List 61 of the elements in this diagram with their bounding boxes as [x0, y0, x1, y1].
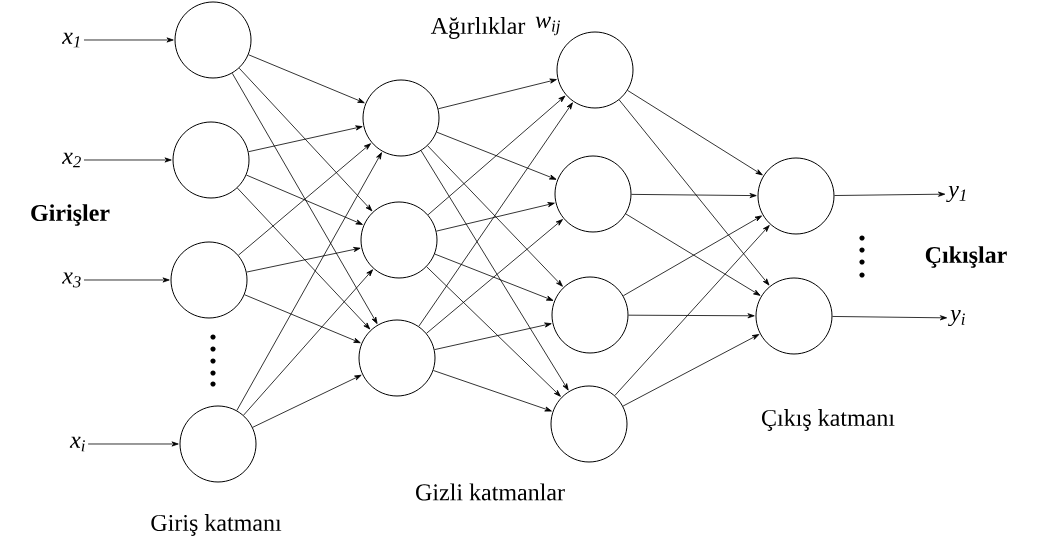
neuron-circle: [360, 201, 438, 279]
arrow: [427, 95, 566, 216]
arrow: [236, 187, 371, 330]
arrow: [426, 219, 563, 334]
arrow: [83, 37, 174, 43]
arrow: [246, 174, 363, 225]
neuron-circle: [170, 241, 248, 319]
arrow: [433, 370, 552, 412]
variable-label: y$_{1}$: [946, 185, 966, 203]
arrow: [87, 441, 179, 447]
arrow: [231, 72, 378, 324]
arrow: [436, 202, 555, 232]
arrow: [622, 334, 760, 407]
neuron-circle: [757, 157, 835, 235]
neuron-circle: [362, 79, 440, 157]
arrow: [420, 150, 569, 391]
arrow: [627, 90, 763, 176]
arrow: [248, 54, 365, 104]
arrow: [236, 152, 382, 411]
arrow: [246, 247, 361, 273]
neuron-circle: [550, 385, 628, 463]
variable-label: x$_{i}$: [69, 436, 85, 452]
neuron-circle: [179, 405, 257, 483]
arrow: [244, 294, 361, 344]
text-label: Ağırlıklar: [430, 17, 526, 39]
arrow: [426, 266, 561, 397]
arrow: [614, 225, 770, 396]
neuron-circle: [358, 319, 436, 397]
neuron-circle: [755, 277, 833, 355]
variable-label: x$_{3}$: [61, 272, 81, 288]
arrow: [631, 193, 757, 199]
neuron-circle: [551, 276, 629, 354]
arrow: [238, 67, 373, 212]
text-label: Çıkışlar: [925, 246, 1007, 268]
neuron-circle: [554, 155, 632, 233]
arrow: [438, 78, 557, 110]
arrow: [434, 253, 554, 301]
arrow: [434, 322, 552, 350]
text-label: Gizli katmanlar: [416, 483, 565, 501]
arrow: [418, 102, 573, 327]
arrow: [252, 374, 362, 428]
variable-label: x$_{1}$: [61, 32, 80, 48]
text-label: Çıkış katmanı: [762, 409, 895, 431]
text-label: w$_{ij}$: [535, 16, 560, 36]
variable-label: y$_{i}$: [948, 309, 965, 327]
arrow: [436, 131, 557, 180]
arrow: [243, 269, 373, 416]
arrow: [238, 143, 371, 256]
variable-label: x$_{2}$: [61, 152, 81, 168]
arrow: [83, 277, 170, 283]
arrow: [427, 145, 563, 287]
text-label: Giriş katmanı: [151, 514, 282, 536]
neuron-circle: [174, 1, 252, 79]
arrow: [83, 157, 172, 163]
arrow: [834, 191, 946, 197]
arrow: [248, 125, 363, 153]
arrow: [618, 99, 770, 286]
arrow: [832, 315, 947, 321]
arrow: [628, 313, 755, 319]
text-label: Girişler: [31, 204, 110, 226]
neuron-circle: [172, 121, 250, 199]
